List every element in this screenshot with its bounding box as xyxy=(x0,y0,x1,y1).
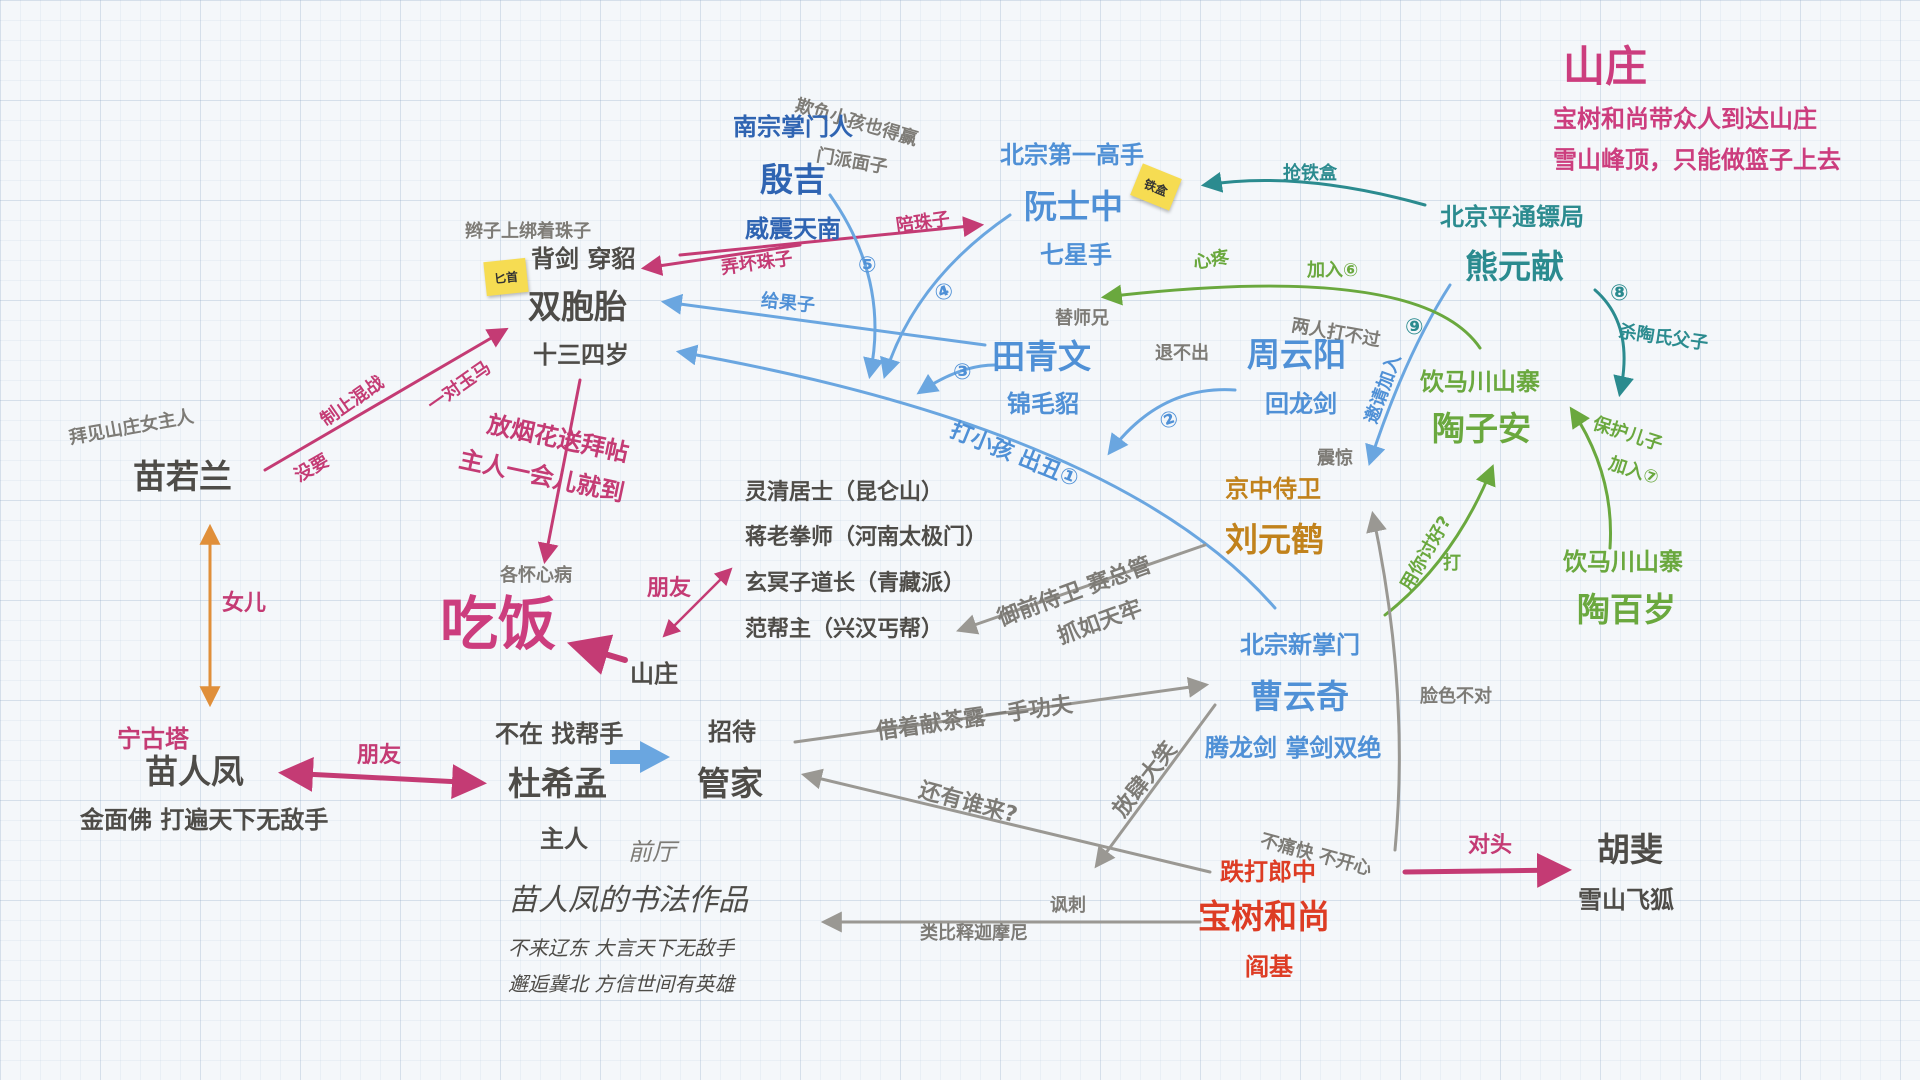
taobaisui-title: 饮马川山寨 xyxy=(1563,548,1683,576)
taobaisui-name: 陶百岁 xyxy=(1577,590,1676,629)
arrow-monk-to-taozian xyxy=(1383,464,1496,617)
du-to-steward-arrow-shaft xyxy=(610,750,642,764)
arrow-ruan-to-center xyxy=(880,213,1012,380)
arrow-cao-to-twins xyxy=(675,344,1277,610)
guest-3: 玄冥子道长（青藏派） xyxy=(745,571,966,596)
steward-place: 前厅 xyxy=(628,838,676,866)
label-qiang-tiehe: 抢铁盒 xyxy=(1283,163,1337,184)
miaoruolan-name: 苗若兰 xyxy=(133,457,232,496)
arrow-xiong-to-ruan xyxy=(1200,172,1427,207)
arrow-cao-to-center xyxy=(1094,703,1217,869)
liu-title: 京中侍卫 xyxy=(1225,475,1321,503)
arrow-steward-to-cao xyxy=(793,676,1210,744)
step-8: ⑧ xyxy=(1610,281,1629,306)
xiong-title: 北京平通镖局 xyxy=(1440,203,1584,231)
cao-alias: 腾龙剑 掌剑双绝 xyxy=(1205,734,1382,762)
guest-1: 灵清居士（昆仑山） xyxy=(745,480,944,505)
label-nuer: 女儿 xyxy=(222,591,267,616)
arrow-yin-to-center xyxy=(828,193,884,380)
twins-name: 双胞胎 xyxy=(528,287,627,326)
arrow-taobaisui-to-taozian xyxy=(1569,406,1612,550)
monk-title: 跌打郎中 xyxy=(1220,858,1316,886)
arrow-meal-guests xyxy=(662,567,733,638)
xiong-name: 熊元献 xyxy=(1465,247,1564,286)
label-pengyou-1: 朋友 xyxy=(647,576,692,601)
miaorenfeng-alias: 金面佛 打遍天下无敌手 xyxy=(80,806,329,834)
du-role: 主人 xyxy=(540,825,588,853)
taozian-title: 饮马川山寨 xyxy=(1420,368,1540,396)
meal-place: 山庄 xyxy=(630,660,678,688)
zhou-name: 周云阳 xyxy=(1247,335,1346,374)
du-note: 不在 找帮手 xyxy=(495,720,624,748)
calligraphy-title: 苗人凤的书法作品 xyxy=(508,883,748,918)
label-jiaru-6: 加入⑥ xyxy=(1307,260,1359,281)
arrow-zhou-to-liu xyxy=(1107,388,1237,456)
zhou-note: 退不出 xyxy=(1155,343,1209,364)
header-line-1: 宝树和尚带众人到达山庄 xyxy=(1553,105,1817,133)
arrow-xiong-to-tao xyxy=(1593,288,1634,398)
yin-name: 殷吉 xyxy=(760,160,826,199)
arrow-twins-to-meal xyxy=(537,378,582,565)
label-da: 打 xyxy=(1443,553,1461,574)
calligraphy-line-2: 邂逅冀北 方信世间有英雄 xyxy=(508,972,735,996)
hufei-name: 胡斐 xyxy=(1597,830,1663,869)
arrow-taozian-to-tian xyxy=(1100,284,1482,350)
label-leibi: 类比释迦摩尼 xyxy=(920,923,1028,944)
meal-note: 各怀心病 xyxy=(500,565,572,586)
twins-age: 十三四岁 xyxy=(533,341,629,369)
tian-note: 替师兄 xyxy=(1055,308,1109,329)
guest-2: 蒋老拳师（河南太极门） xyxy=(745,525,988,550)
steward-name: 管家 xyxy=(697,764,763,803)
arrow-miaorenfeng-du xyxy=(278,756,487,800)
yin-alias: 威震天南 xyxy=(745,215,841,243)
ruan-name: 阮士中 xyxy=(1024,187,1123,226)
twins-weapons: 背剑 穿貂 xyxy=(531,245,636,273)
steward-note: 招待 xyxy=(708,718,756,746)
miaorenfeng-name: 苗人凤 xyxy=(145,752,244,791)
du-to-steward-arrow xyxy=(640,741,670,773)
tian-alias: 锦毛貂 xyxy=(1007,390,1079,418)
arrow-monk-to-hufei xyxy=(1402,852,1572,888)
arrow-monk-to-liu xyxy=(1366,510,1401,852)
arrow-tian-to-center xyxy=(916,363,997,395)
du-name: 杜希孟 xyxy=(508,764,607,803)
header-line-2: 雪山峰顶，只能做篮子上去 xyxy=(1553,146,1841,174)
ruan-title: 北宗第一高手 xyxy=(1000,141,1144,169)
label-pengyou-2: 朋友 xyxy=(357,743,402,768)
arrow-liu-to-guests xyxy=(956,543,1207,635)
label-lianse: 脸色不对 xyxy=(1420,686,1492,707)
meal-title: 吃饭 xyxy=(440,590,557,658)
yin-title: 南宗掌门人 xyxy=(733,113,853,141)
tian-name: 田青文 xyxy=(992,337,1091,376)
taozian-name: 陶子安 xyxy=(1432,409,1531,448)
liu-name: 刘元鹤 xyxy=(1225,520,1324,559)
step-9: ⑨ xyxy=(1405,315,1424,340)
monk-name: 宝树和尚 xyxy=(1198,897,1330,936)
liu-note: 震惊 xyxy=(1317,448,1353,469)
arrow-monk-to-steward xyxy=(800,768,1212,874)
label-fengci: 讽刺 xyxy=(1050,895,1086,916)
twins-sticky-note: 匕首 xyxy=(483,257,529,297)
monk-alias: 阎基 xyxy=(1245,953,1293,981)
arrow-yin-to-twins xyxy=(640,243,802,276)
zhou-alias: 回龙剑 xyxy=(1265,390,1337,418)
guest-4: 范帮主（兴汉丐帮） xyxy=(745,617,944,642)
step-5: ⑤ xyxy=(858,253,877,278)
arrow-miaoruolan-to-twins xyxy=(263,327,509,472)
arrow-twins-to-ruan xyxy=(678,216,985,257)
arrow-tian-to-twins xyxy=(660,293,987,347)
label-duitou: 对头 xyxy=(1468,833,1513,858)
ruan-alias: 七星手 xyxy=(1040,241,1112,269)
header-title: 山庄 xyxy=(1563,42,1648,91)
step-3: ③ xyxy=(953,360,972,385)
arrow-shanzhuang-to-meal xyxy=(566,634,628,675)
arrow-xiong-to-liu xyxy=(1365,283,1452,466)
twins-note: 辫子上绑着珠子 xyxy=(465,221,591,242)
hufei-alias: 雪山飞狐 xyxy=(1578,886,1674,914)
miaorenfeng-title: 宁古塔 xyxy=(117,725,189,753)
calligraphy-line-1: 不来辽东 大言天下无敌手 xyxy=(508,936,735,960)
cao-name: 曹云奇 xyxy=(1250,677,1349,716)
cao-title: 北宗新掌门 xyxy=(1240,631,1360,659)
